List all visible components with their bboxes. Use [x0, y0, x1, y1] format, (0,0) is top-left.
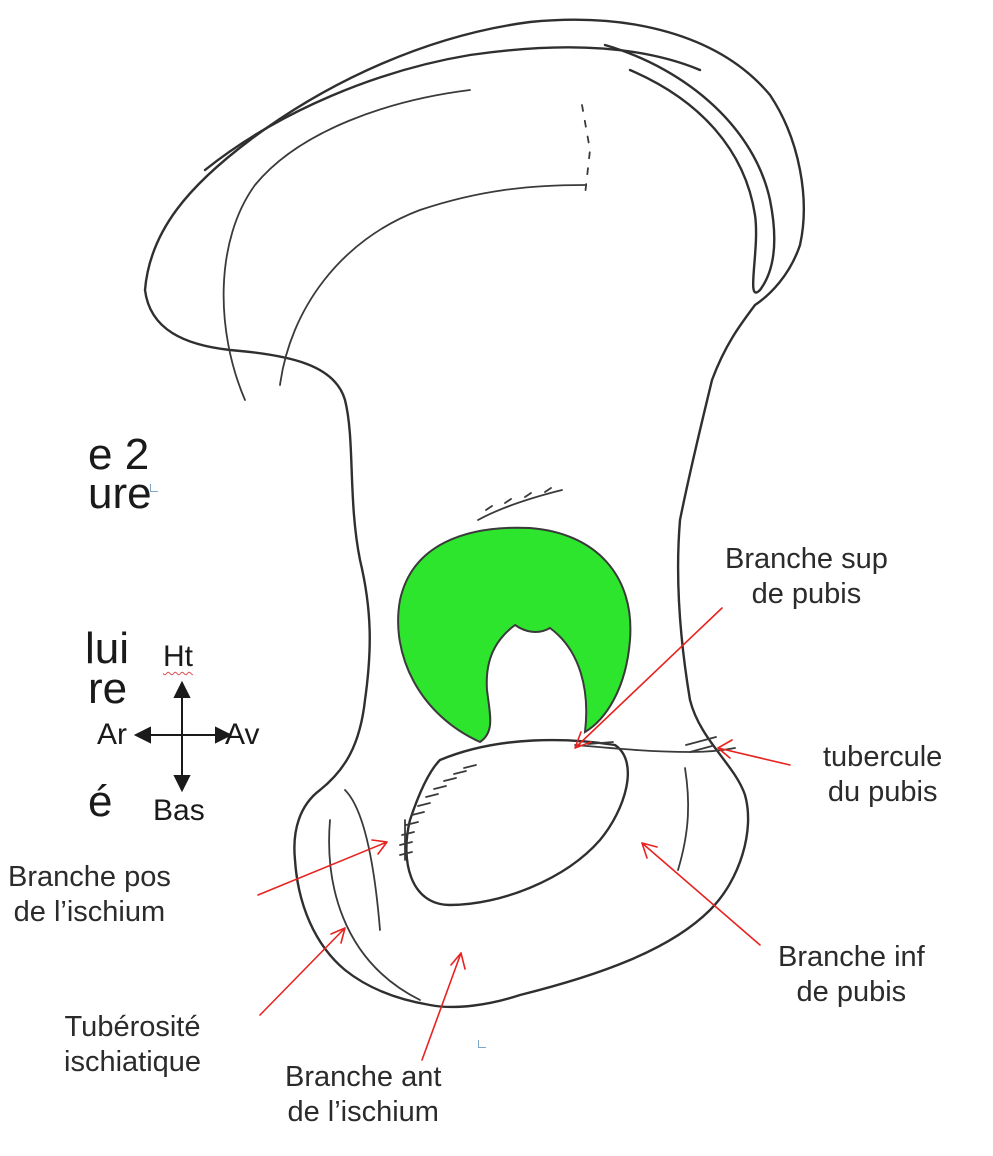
label-line: Branche inf [778, 940, 925, 975]
orientation-right-label: Av [225, 720, 259, 750]
label-branche-ant-ischium: Branche ant de l’ischium [285, 1060, 441, 1130]
label-branche-inf-pubis: Branche inf de pubis [778, 940, 925, 1010]
label-tubercule-pubis: tubercule du pubis [823, 740, 942, 810]
label-line: Branche sup [725, 542, 888, 577]
label-branche-pos-ischium: Branche pos de l’ischium [8, 860, 171, 930]
arrow-tubercule-pubis [718, 740, 790, 765]
label-line: de pubis [778, 975, 925, 1010]
annotation-arrows [258, 608, 790, 1060]
text-box-handle [478, 1040, 486, 1048]
left-text-fragment-2: ure [88, 472, 152, 516]
acetabular-margin-marks [478, 488, 562, 520]
orientation-left-label: Ar [97, 720, 127, 750]
acetabulum-lunate-surface [398, 528, 630, 742]
posterior-gluteal-line [280, 185, 585, 385]
label-line: Branche pos [8, 860, 171, 895]
label-tuberosite-ischiatique: Tubérosité ischiatique [64, 1010, 201, 1080]
label-branche-sup-pubis: Branche sup de pubis [725, 542, 888, 612]
orientation-compass [136, 683, 230, 790]
label-line: Tubérosité [64, 1010, 201, 1045]
label-line: ischiatique [64, 1045, 201, 1080]
orientation-bottom-label: Bas [153, 796, 205, 826]
orientation-top-label: Ht [163, 642, 193, 672]
obturator-foramen [406, 740, 627, 905]
label-line: tubercule [823, 740, 942, 775]
dotted-line [582, 105, 590, 195]
iliac-crest-outer [205, 47, 700, 170]
ischial-tuberosity [345, 790, 380, 930]
iliac-crest-inner [605, 45, 774, 293]
pubic-symphysis-line [678, 768, 688, 870]
hip-bone-outline [145, 20, 804, 1007]
label-line: du pubis [823, 775, 942, 810]
label-line: de l’ischium [8, 895, 171, 930]
text-box-handle [150, 484, 158, 492]
left-text-fragment-4: re [88, 667, 127, 711]
arrow-branche-pos-ischium [258, 840, 387, 895]
arrow-tuberosite-ischiatique [260, 928, 345, 1015]
left-text-fragment-5: é [88, 780, 112, 824]
label-line: de l’ischium [285, 1095, 441, 1130]
label-line: de pubis [725, 577, 888, 612]
label-line: Branche ant [285, 1060, 441, 1095]
